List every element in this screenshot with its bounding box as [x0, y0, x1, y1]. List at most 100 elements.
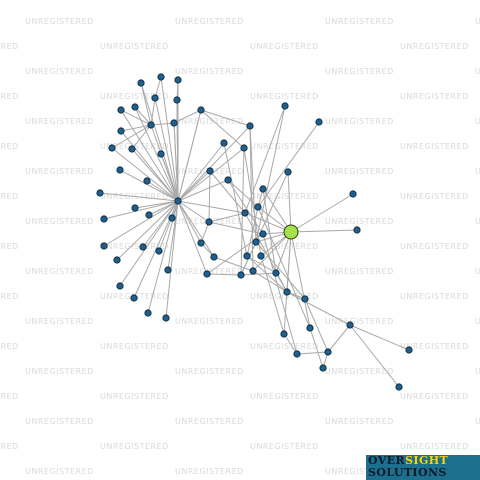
network-node[interactable]: [157, 73, 165, 81]
network-node[interactable]: [145, 211, 153, 219]
network-node[interactable]: [252, 238, 260, 246]
watermark-text: UNREGISTERED: [100, 242, 169, 251]
network-node[interactable]: [243, 252, 251, 260]
network-edge: [227, 179, 259, 208]
watermark-text: UNREGISTERED: [100, 92, 169, 101]
network-edge: [160, 76, 179, 202]
network-edge: [249, 125, 257, 243]
network-edge: [146, 180, 179, 202]
logo-word-sight: SIGHT: [405, 454, 449, 467]
network-node[interactable]: [280, 330, 288, 338]
network-node[interactable]: [113, 256, 121, 264]
watermark-text: UNREGISTERED: [475, 267, 480, 276]
network-node[interactable]: [306, 324, 314, 332]
network-node[interactable]: [174, 197, 182, 205]
network-node[interactable]: [241, 209, 249, 217]
network-node[interactable]: [197, 106, 205, 114]
watermark-text: UNREGISTERED: [325, 117, 394, 126]
network-edge: [208, 170, 211, 223]
network-edge: [120, 124, 152, 132]
network-node[interactable]: [319, 364, 327, 372]
network-node[interactable]: [100, 215, 108, 223]
network-edge: [209, 170, 246, 214]
network-node[interactable]: [301, 295, 309, 303]
network-node[interactable]: [249, 267, 257, 275]
network-edge: [150, 97, 156, 126]
network-node[interactable]: [237, 271, 245, 279]
network-node[interactable]: [131, 103, 139, 111]
network-node[interactable]: [147, 121, 155, 129]
network-node[interactable]: [130, 294, 138, 302]
focus-node[interactable]: [283, 224, 299, 240]
network-edge: [177, 200, 210, 223]
network-node[interactable]: [131, 204, 139, 212]
network-edge: [120, 130, 179, 202]
network-node[interactable]: [151, 94, 159, 102]
network-node[interactable]: [220, 139, 228, 147]
network-node[interactable]: [203, 270, 211, 278]
network-node[interactable]: [117, 106, 125, 114]
network-edge: [177, 179, 229, 202]
network-node[interactable]: [395, 383, 403, 391]
network-node[interactable]: [240, 144, 248, 152]
network-node[interactable]: [206, 167, 214, 175]
network-edge: [165, 200, 179, 319]
network-node[interactable]: [164, 266, 172, 274]
network-node[interactable]: [272, 269, 280, 277]
network-node[interactable]: [174, 76, 182, 84]
network-edge: [134, 200, 179, 209]
network-node[interactable]: [284, 168, 292, 176]
network-edge: [246, 255, 288, 293]
network-node[interactable]: [205, 218, 213, 226]
watermark-text: UNREGISTERED: [400, 192, 469, 201]
network-node[interactable]: [349, 190, 357, 198]
network-node[interactable]: [346, 321, 354, 329]
watermark-text: UNREGISTERED: [0, 442, 19, 451]
network-node[interactable]: [259, 185, 267, 193]
network-edge: [213, 256, 254, 272]
network-node[interactable]: [139, 243, 147, 251]
network-edge: [252, 231, 292, 272]
network-edge: [103, 200, 179, 247]
network-edge: [134, 106, 179, 202]
network-node[interactable]: [405, 346, 413, 354]
network-node[interactable]: [283, 288, 291, 296]
network-node[interactable]: [197, 239, 205, 247]
network-node[interactable]: [96, 189, 104, 197]
network-node[interactable]: [257, 252, 265, 260]
network-node[interactable]: [100, 242, 108, 250]
network-edge: [177, 200, 215, 258]
network-node[interactable]: [137, 79, 145, 87]
network-node[interactable]: [254, 203, 262, 211]
network-node[interactable]: [259, 230, 267, 238]
network-node[interactable]: [281, 102, 289, 110]
network-node[interactable]: [353, 226, 361, 234]
network-edge: [111, 124, 152, 149]
network-node[interactable]: [324, 348, 332, 356]
watermark-text: UNREGISTERED: [400, 392, 469, 401]
network-edge: [262, 188, 292, 233]
network-node[interactable]: [293, 350, 301, 358]
network-node[interactable]: [170, 119, 178, 127]
logo-line-2: SOLUTIONS: [368, 466, 447, 479]
network-node[interactable]: [168, 214, 176, 222]
network-node[interactable]: [210, 253, 218, 261]
network-node[interactable]: [173, 96, 181, 104]
network-node[interactable]: [117, 127, 125, 135]
watermark-text: UNREGISTERED: [25, 467, 94, 476]
network-node[interactable]: [128, 145, 136, 153]
network-node[interactable]: [143, 177, 151, 185]
network-node[interactable]: [108, 144, 116, 152]
network-node[interactable]: [157, 150, 165, 158]
network-edge: [227, 179, 264, 235]
network-node[interactable]: [116, 282, 124, 290]
network-node[interactable]: [246, 122, 254, 130]
network-node[interactable]: [144, 309, 152, 317]
network-node[interactable]: [162, 314, 170, 322]
network-node[interactable]: [315, 118, 323, 126]
network-node[interactable]: [155, 247, 163, 255]
network-edge: [116, 200, 179, 261]
network-node[interactable]: [224, 176, 232, 184]
network-node[interactable]: [116, 166, 124, 174]
watermark-text: UNREGISTERED: [325, 417, 394, 426]
